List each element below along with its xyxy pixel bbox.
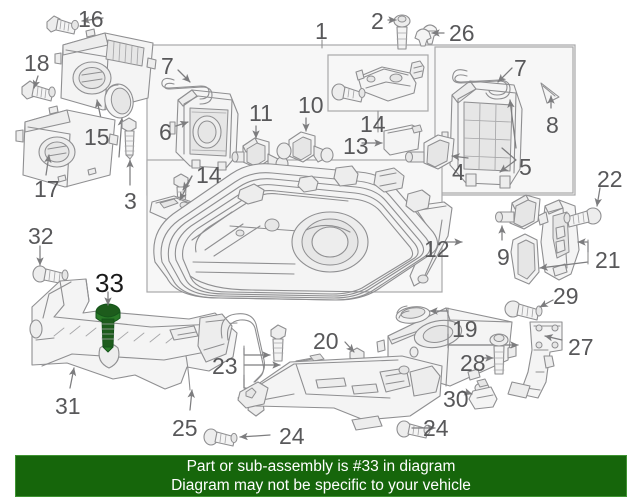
callout-19: 19 xyxy=(452,316,478,342)
part-15-seal-ring xyxy=(104,83,134,119)
part-23-bolt xyxy=(270,324,287,362)
part-4-bulb xyxy=(405,134,455,170)
callout-3: 3 xyxy=(124,188,137,214)
callout-2: 2 xyxy=(371,8,384,34)
callout-14-boxed: 14 xyxy=(360,111,386,137)
part-26-grommet-left xyxy=(414,28,432,47)
callout-33: 33 xyxy=(95,268,124,298)
banner-line-1: Part or sub-assembly is #33 in diagram xyxy=(186,458,456,475)
callout-10: 10 xyxy=(298,92,324,118)
callout-7-right: 7 xyxy=(514,55,527,81)
callout-24-right: 24 xyxy=(423,415,449,441)
part-16-bolt xyxy=(46,15,79,35)
callout-7-left: 7 xyxy=(161,53,174,79)
part-9-connector xyxy=(495,194,541,230)
callout-20: 20 xyxy=(313,328,339,354)
callout-22: 22 xyxy=(597,166,623,192)
part-24-bolt-left xyxy=(203,428,238,447)
callout-25: 25 xyxy=(172,415,198,441)
callout-32: 32 xyxy=(28,223,54,249)
callout-13: 13 xyxy=(343,133,369,159)
callout-5: 5 xyxy=(519,154,532,180)
part-27-bracket xyxy=(507,321,563,399)
part-14-clip-boxed xyxy=(409,60,425,80)
part-18-bolt xyxy=(21,80,56,102)
part-29-bolt xyxy=(504,300,543,321)
exploded-parts-diagram: .ln{fill:none;stroke:#8f8f91;stroke-widt… xyxy=(15,14,602,447)
part-5-grille xyxy=(441,80,523,189)
callout-31: 31 xyxy=(55,393,81,419)
part-10-bulb xyxy=(276,131,334,163)
part-3-bolt xyxy=(121,117,137,160)
callout-24-left: 24 xyxy=(279,423,305,449)
callout-14-left: 14 xyxy=(196,162,222,188)
callout-9: 9 xyxy=(497,244,510,270)
callout-29: 29 xyxy=(553,283,579,309)
part-30-clip-nut xyxy=(468,378,498,410)
callout-6: 6 xyxy=(159,119,172,145)
callout-16: 16 xyxy=(78,6,104,32)
callout-18: 18 xyxy=(24,50,50,76)
banner-line-2: Diagram may not be specific to your vehi… xyxy=(171,477,471,494)
callout-26: 26 xyxy=(449,20,475,46)
part-31-bracket-carrier xyxy=(29,278,238,390)
part-info-banner: Part or sub-assembly is #33 in diagram D… xyxy=(15,455,627,497)
part-7-seal-left xyxy=(161,77,213,105)
part-32-bolt xyxy=(32,265,69,285)
part-6-inner-frame xyxy=(169,89,239,171)
part-13-connector xyxy=(383,124,423,156)
callout-11: 11 xyxy=(249,100,273,126)
part-14-bolt-boxed xyxy=(331,83,366,103)
part-22-bolt xyxy=(563,207,602,228)
callout-4: 4 xyxy=(452,159,465,185)
callout-23: 23 xyxy=(212,353,238,379)
part-2-bolt xyxy=(393,14,411,50)
callout-1: 1 xyxy=(315,18,328,44)
callout-12: 12 xyxy=(424,236,450,262)
part-14-bracket-boxed xyxy=(355,66,417,102)
part-21-gasket xyxy=(510,233,540,285)
callout-27: 27 xyxy=(568,334,594,360)
part-24-bracket-plate xyxy=(237,355,443,431)
callout-8: 8 xyxy=(546,112,559,138)
main-headlight-assembly xyxy=(153,163,439,301)
callout-21: 21 xyxy=(595,247,621,273)
callout-30: 30 xyxy=(443,386,469,412)
callout-15: 15 xyxy=(84,124,110,150)
part-28-bolt xyxy=(489,333,509,375)
callout-17: 17 xyxy=(34,176,60,202)
callout-28: 28 xyxy=(460,350,486,376)
